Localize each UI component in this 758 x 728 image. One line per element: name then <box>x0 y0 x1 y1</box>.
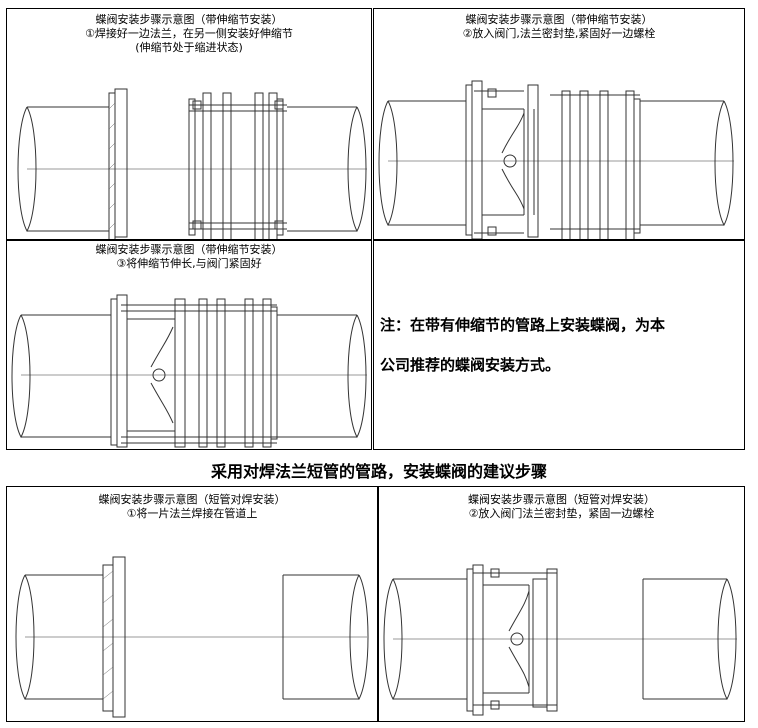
panel-title: 蝶阀安装步骤示意图（短管对焊安装） <box>98 493 286 506</box>
valve-drawing <box>11 294 367 448</box>
note-panel: 注：在带有伸缩节的管路上安装蝶阀，为本 公司推荐的蝶阀安装方式。 <box>373 240 745 450</box>
valve-drawing <box>383 564 737 716</box>
pipe-drawing <box>17 88 367 239</box>
panel-caption: 蝶阀安装步骤示意图（带伸缩节安装） ③将伸缩节伸长,与阀门紧固好 <box>7 243 371 271</box>
valve-drawing <box>378 80 734 239</box>
panel-title: 蝶阀安装步骤示意图（带伸缩节安装） <box>95 13 283 26</box>
section-heading: 采用对焊法兰短管的管路，安装蝶阀的建议步骤 <box>210 462 547 481</box>
note-line: 公司推荐的蝶阀安装方式。 <box>380 356 561 374</box>
panel-title: 蝶阀安装步骤示意图（短管对焊安装） <box>468 493 655 506</box>
diagram-panel-step2-expansion: 蝶阀安装步骤示意图（带伸缩节安装） ②放入阀门,法兰密封垫,紧固好一边螺栓 <box>373 8 745 240</box>
diagram-panel-step1-expansion: 蝶阀安装步骤示意图（带伸缩节安装） ①焊接好一边法兰，在另一侧安装好伸缩节 (伸… <box>6 8 372 240</box>
panel-step-line: ②放入阀门法兰密封垫，紧固一边螺栓 <box>468 507 655 520</box>
diagram-panel-step2-weld: 蝶阀安装步骤示意图（短管对焊安装） ②放入阀门法兰密封垫，紧固一边螺栓 <box>378 486 745 722</box>
panel-caption: 蝶阀安装步骤示意图（带伸缩节安装） ②放入阀门,法兰密封垫,紧固好一边螺栓 <box>374 13 744 41</box>
panel-step-line: ③将伸缩节伸长,与阀门紧固好 <box>116 257 262 270</box>
pipe-drawing <box>15 556 369 718</box>
diagram-panel-step3-expansion: 蝶阀安装步骤示意图（带伸缩节安装） ③将伸缩节伸长,与阀门紧固好 <box>6 240 372 450</box>
installation-note: 注：在带有伸缩节的管路上安装蝶阀，为本 公司推荐的蝶阀安装方式。 <box>380 305 742 385</box>
panel-step-line: (伸缩节处于缩进状态) <box>135 41 243 54</box>
panel-caption: 蝶阀安装步骤示意图（带伸缩节安装） ①焊接好一边法兰，在另一侧安装好伸缩节 (伸… <box>7 13 371 55</box>
panel-step-line: ①将一片法兰焊接在管道上 <box>126 507 258 520</box>
panel-caption: 蝶阀安装步骤示意图（短管对焊安装） ①将一片法兰焊接在管道上 <box>7 493 377 521</box>
panel-caption: 蝶阀安装步骤示意图（短管对焊安装） ②放入阀门法兰密封垫，紧固一边螺栓 <box>379 493 744 521</box>
panel-title: 蝶阀安装步骤示意图（带伸缩节安装） <box>95 243 283 256</box>
note-line: 注：在带有伸缩节的管路上安装蝶阀，为本 <box>380 316 666 334</box>
panel-step-line: ②放入阀门,法兰密封垫,紧固好一边螺栓 <box>462 27 656 40</box>
panel-step-line: ①焊接好一边法兰，在另一侧安装好伸缩节 <box>85 27 293 40</box>
panel-title: 蝶阀安装步骤示意图（带伸缩节安装） <box>465 13 653 26</box>
diagram-panel-step1-weld: 蝶阀安装步骤示意图（短管对焊安装） ①将一片法兰焊接在管道上 <box>6 486 378 722</box>
